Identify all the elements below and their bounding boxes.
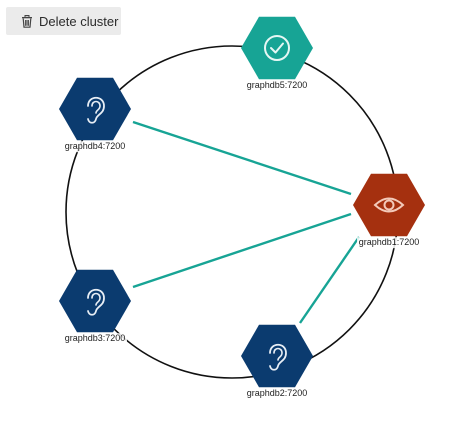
node-label: graphdb5:7200 (247, 80, 308, 90)
node-graphdb2[interactable]: graphdb2:7200 (241, 324, 313, 400)
node-label: graphdb3:7200 (65, 333, 126, 343)
eye-icon (373, 197, 405, 213)
cluster-nodes: graphdb5:7200 graphdb1:7200 graphdb2:7200 g… (59, 16, 425, 400)
node-graphdb5[interactable]: graphdb5:7200 (241, 16, 313, 92)
cluster-link (132, 120, 352, 196)
node-label-bg (63, 141, 127, 153)
node-label: graphdb2:7200 (247, 388, 308, 398)
trash-icon (21, 14, 33, 28)
node-label: graphdb4:7200 (65, 141, 126, 151)
node-graphdb1[interactable]: graphdb1:7200 (353, 173, 425, 249)
cluster-link (299, 236, 360, 324)
node-graphdb3[interactable]: graphdb3:7200 (59, 269, 131, 345)
node-label-bg (357, 237, 421, 249)
ear-icon (87, 96, 105, 124)
node-label-bg (245, 80, 309, 92)
node-hexagon (59, 269, 131, 333)
node-hexagon (241, 324, 313, 388)
ear-icon (87, 288, 105, 316)
check-circle-icon (264, 35, 290, 61)
delete-cluster-label: Delete cluster (39, 13, 119, 29)
node-label-bg (63, 333, 127, 345)
node-graphdb4[interactable]: graphdb4:7200 (59, 77, 131, 153)
cluster-link (132, 212, 352, 289)
cluster-links (132, 120, 360, 324)
node-label-bg (245, 388, 309, 400)
node-hexagon (353, 173, 425, 237)
ear-icon (269, 343, 287, 371)
delete-cluster-button[interactable]: Delete cluster (6, 7, 121, 35)
node-hexagon (241, 16, 313, 80)
node-hexagon (59, 77, 131, 141)
node-label: graphdb1:7200 (359, 237, 420, 247)
